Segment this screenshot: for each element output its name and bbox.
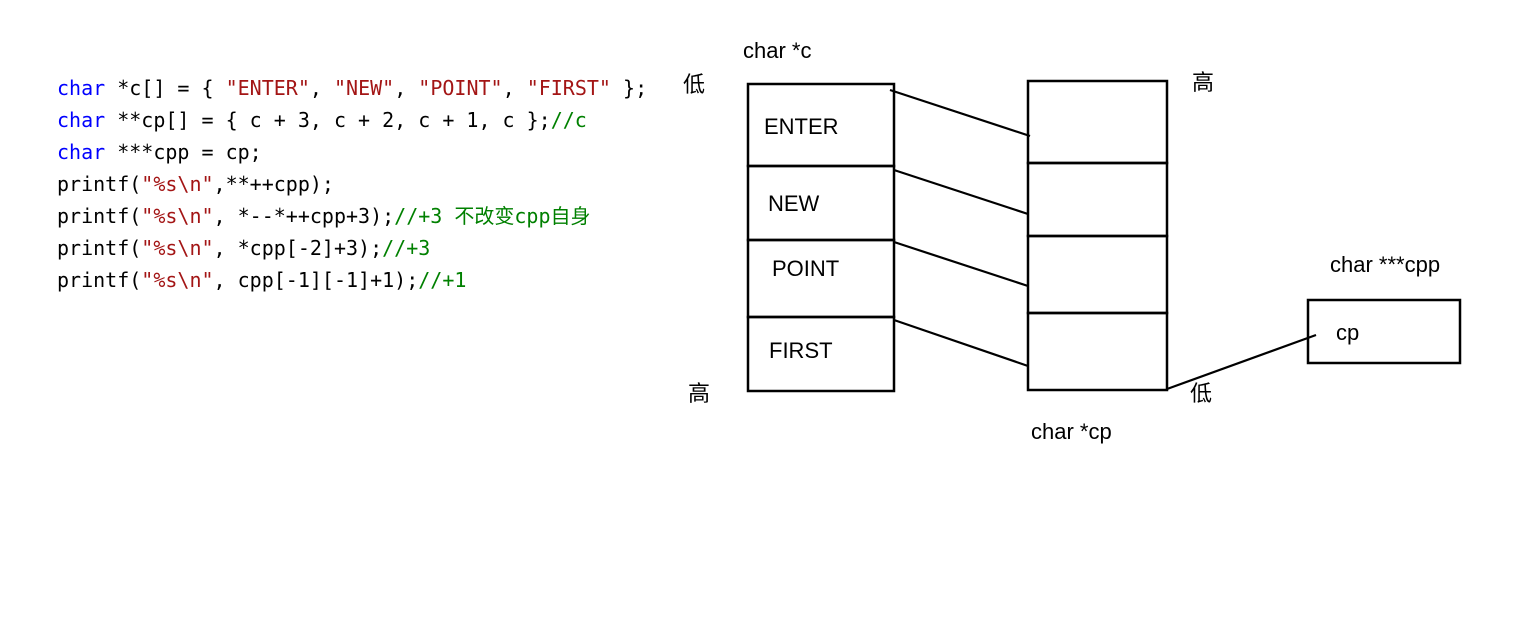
c-cell-point: POINT [772, 256, 840, 281]
cpp-value: cp [1336, 320, 1360, 345]
cpp-title: char ***cpp [1330, 252, 1441, 277]
c-array-title: char *c [743, 38, 812, 63]
code-text: , *--*++cpp+3); [213, 204, 395, 228]
code-string: "NEW" [333, 76, 395, 100]
code-string: "%s\n" [141, 236, 214, 260]
pointer-cp3-to-first [893, 318, 1029, 368]
pointer-lines [889, 88, 1317, 391]
c-cell-3-box [746, 315, 896, 393]
code-line: printf("%s\n", cpp[-1][-1]+1);//+1 [57, 264, 647, 296]
code-text: , [502, 76, 527, 100]
code-line: char *c[] = { "ENTER", "NEW", "POINT", "… [57, 72, 647, 104]
cp-low-label: 低 [1190, 381, 1213, 406]
code-text: ***cpp = cp; [105, 140, 262, 164]
code-string: "%s\n" [141, 268, 214, 292]
cpp-box [1306, 298, 1462, 365]
code-text: ,**++cpp); [213, 172, 334, 196]
c-high-label: 高 [688, 381, 711, 406]
code-comment: //+3 [382, 236, 431, 260]
code-text: , *cpp[-2]+3); [213, 236, 383, 260]
code-string: "%s\n" [141, 204, 214, 228]
c-cell-new: NEW [768, 191, 820, 216]
c-cell-enter: ENTER [764, 114, 839, 139]
code-line: char **cp[] = { c + 3, c + 2, c + 1, c }… [57, 104, 647, 136]
pointer-cpp-to-cp [1166, 333, 1317, 391]
code-text: printf( [57, 236, 142, 260]
cp-cell-3-box [1026, 311, 1169, 392]
code-keyword: char [57, 76, 106, 100]
code-text: *c[] = { [105, 76, 226, 100]
code-string: "FIRST" [526, 76, 611, 100]
code-line: printf("%s\n", *cpp[-2]+3);//+3 [57, 232, 647, 264]
code-text: printf( [57, 172, 142, 196]
pointer-cp0-to-enter [889, 88, 1031, 138]
code-text: , cpp[-1][-1]+1); [213, 268, 419, 292]
code-line: char ***cpp = cp; [57, 136, 647, 168]
code-text: }; [610, 76, 648, 100]
code-keyword: char [57, 140, 106, 164]
pointer-cp1-to-new [893, 168, 1029, 216]
cp-cell-1-box [1026, 161, 1169, 238]
code-text: , [394, 76, 419, 100]
c-cell-first: FIRST [769, 338, 833, 363]
code-text: , [309, 76, 334, 100]
cp-cell-2-box [1026, 234, 1169, 315]
c-array [746, 82, 896, 393]
code-text: **cp[] = { c + 3, c + 2, c + 1, c }; [105, 108, 551, 132]
code-text: printf( [57, 268, 142, 292]
pointer-cp2-to-point [893, 240, 1029, 288]
code-keyword: char [57, 108, 106, 132]
code-text: printf( [57, 204, 142, 228]
code-comment: //+3 不改变cpp自身 [394, 204, 591, 228]
code-comment: //c [550, 108, 587, 132]
code-comment: //+1 [418, 268, 467, 292]
code-line: printf("%s\n",**++cpp); [57, 168, 647, 200]
code-string: "%s\n" [141, 172, 214, 196]
code-block: char *c[] = { "ENTER", "NEW", "POINT", "… [57, 72, 647, 296]
c-low-label: 低 [683, 72, 706, 97]
code-string: "POINT" [418, 76, 503, 100]
code-string: "ENTER" [225, 76, 310, 100]
cp-array [1026, 79, 1169, 392]
cp-high-label: 高 [1192, 70, 1215, 95]
cp-cell-0-box [1026, 79, 1169, 165]
code-line: printf("%s\n", *--*++cpp+3);//+3 不改变cpp自… [57, 200, 647, 232]
cp-array-title: char *cp [1031, 419, 1112, 444]
